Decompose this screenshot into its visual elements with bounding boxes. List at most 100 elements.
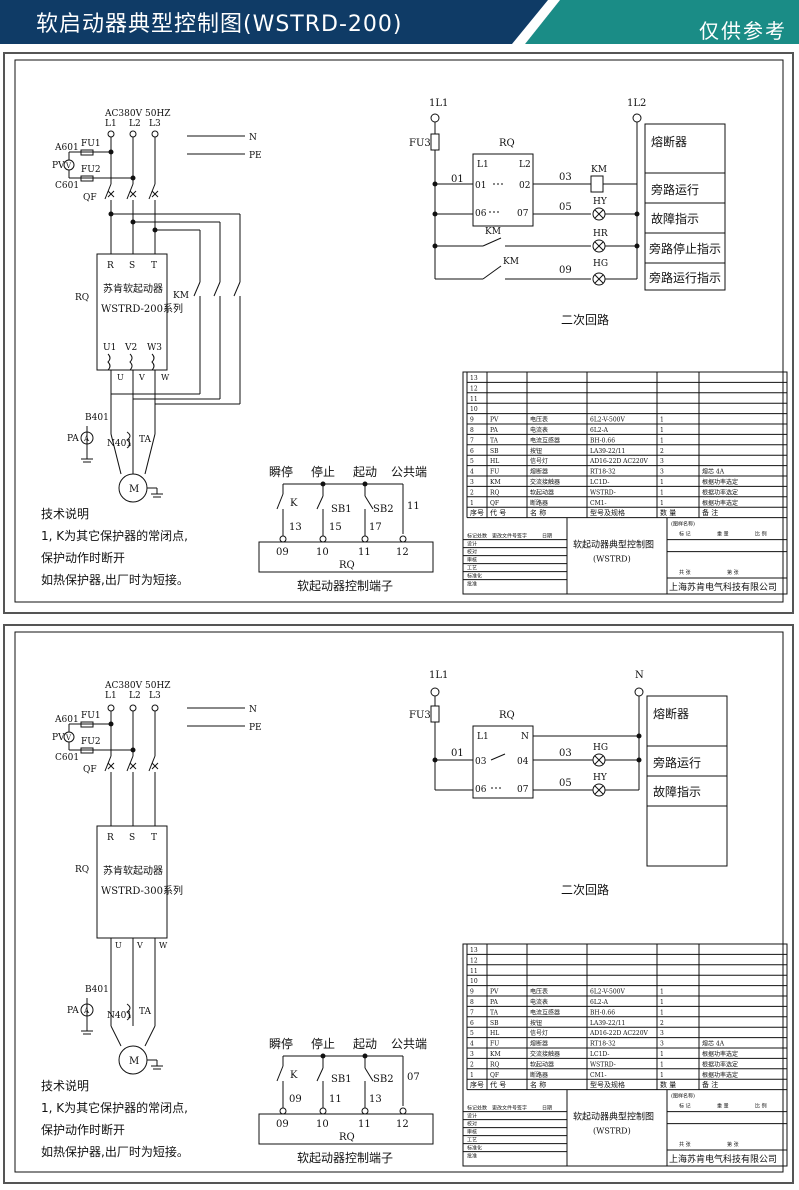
main-circuit-2: AC380V 50HZ L1 L2 L3 N PE A601 FU1 V PV … <box>52 681 262 1075</box>
table-header: 序号 <box>470 1080 484 1089</box>
svg-text:停止: 停止 <box>311 1036 335 1051</box>
table-row: 13 <box>467 943 787 954</box>
svg-text:W: W <box>159 941 168 950</box>
svg-text:V: V <box>65 162 72 170</box>
svg-text:KM: KM <box>173 291 189 301</box>
svg-text:起动: 起动 <box>353 465 377 479</box>
svg-text:R: R <box>107 261 114 271</box>
sign-row: 批准 <box>467 581 477 588</box>
table-cell: PV <box>490 417 499 424</box>
svg-text:瞬停: 瞬停 <box>269 464 293 479</box>
table-cell: 6L2-V-500V <box>590 989 625 996</box>
table-row: 10 <box>467 402 787 413</box>
svg-text:11: 11 <box>329 1094 342 1105</box>
svg-text:PA: PA <box>67 434 79 444</box>
svg-text:技术说明: 技术说明 <box>41 1078 89 1093</box>
sign-row: 审核 <box>467 1129 477 1136</box>
svg-text:FU3: FU3 <box>409 710 431 721</box>
table-cell: 软起动器 <box>530 1060 554 1068</box>
svg-text:保护动作时断开: 保护动作时断开 <box>41 1122 125 1137</box>
table-cell: 11 <box>470 968 478 975</box>
svg-text:公共端: 公共端 <box>391 1037 427 1051</box>
svg-text:11: 11 <box>358 547 371 558</box>
table-header: 序号 <box>470 508 484 517</box>
svg-text:KM: KM <box>485 227 501 237</box>
svg-text:苏肯软起动器: 苏肯软起动器 <box>103 864 163 877</box>
svg-text:L1: L1 <box>477 160 489 170</box>
svg-text:L2: L2 <box>129 691 141 701</box>
svg-text:W: W <box>161 373 170 382</box>
svg-text:软起动器控制端子: 软起动器控制端子 <box>297 1151 393 1165</box>
table-row: 11 <box>467 392 787 403</box>
tech-notes-2: 技术说明 1, K为其它保护器的常闭点, 保护动作时断开 如热保护器,出厂时为短… <box>41 1078 189 1159</box>
table-cell: 8 <box>470 427 474 434</box>
svg-text:FU3: FU3 <box>409 138 431 149</box>
svg-text:公共端: 公共端 <box>391 465 427 479</box>
mini-head: (图样名称) <box>671 1093 695 1100</box>
table-cell: 熔芯 4A <box>702 468 725 476</box>
sign-col: 更改文件号 <box>492 1105 517 1112</box>
svg-text:N401: N401 <box>107 1011 132 1021</box>
svg-text:A: A <box>83 435 90 443</box>
table-cell: LC1D- <box>590 479 609 486</box>
table-cell: CM1- <box>590 1072 607 1079</box>
table-cell: 按钮 <box>530 447 542 455</box>
svg-text:HG: HG <box>593 743 608 753</box>
table-cell: 1 <box>660 989 664 996</box>
page-header: 软启动器典型控制图(WSTRD-200) 仅供参考 <box>0 0 799 47</box>
table-header: 数 量 <box>660 508 676 517</box>
svg-text:FU1: FU1 <box>81 139 101 149</box>
svg-text:13: 13 <box>369 1094 382 1105</box>
svg-text:V: V <box>65 734 72 742</box>
table-cell: RT18-32 <box>590 469 616 476</box>
svg-text:V2: V2 <box>124 343 137 353</box>
table-cell: 3 <box>660 458 664 465</box>
svg-text:T: T <box>151 833 157 843</box>
svg-text:K: K <box>290 498 298 509</box>
table-cell: 电流互感器 <box>530 1008 560 1016</box>
svg-text:KM: KM <box>503 257 519 267</box>
svg-text:RQ: RQ <box>339 1132 355 1143</box>
svg-text:RQ: RQ <box>499 710 515 721</box>
table-cell: 7 <box>470 437 474 444</box>
svg-text:K: K <box>290 1070 298 1081</box>
svg-text:熔断器: 熔断器 <box>651 134 687 149</box>
table-cell: 1 <box>660 500 664 507</box>
main-circuit-1: AC380V 50HZ L1 L2 L3 N PE A601 FU1 V PV … <box>52 109 262 503</box>
svg-text:KM: KM <box>591 165 607 175</box>
svg-text:U: U <box>115 941 122 950</box>
tech-notes-1: 技术说明 1, K为其它保护器的常闭点, 保护动作时断开 如热保护器,出厂时为短… <box>41 506 189 587</box>
svg-text:10: 10 <box>316 547 329 558</box>
table-cell: 3 <box>660 1041 664 1048</box>
table-cell: 1 <box>660 489 664 496</box>
table-cell: 1 <box>660 437 664 444</box>
table-cell: 软起动器 <box>530 488 554 496</box>
table-cell: 根据功率选定 <box>702 1071 738 1079</box>
mini-col: 重 量 <box>717 1103 729 1110</box>
svg-text:1L1: 1L1 <box>429 98 448 109</box>
table-cell: 根据功率选定 <box>702 499 738 507</box>
svg-text:FU1: FU1 <box>81 711 101 721</box>
svg-text:06: 06 <box>475 785 487 795</box>
table-cell: TA <box>490 437 499 444</box>
svg-text:TA: TA <box>139 1007 152 1017</box>
svg-text:如热保护器,出厂时为短接。: 如热保护器,出厂时为短接。 <box>41 572 189 587</box>
table-cell: 电流互感器 <box>530 436 560 444</box>
table-cell: 1 <box>660 1072 664 1079</box>
table-cell: 按钮 <box>530 1019 542 1027</box>
table-cell: 6L2-V-500V <box>590 417 625 424</box>
svg-text:M: M <box>129 1056 139 1067</box>
svg-text:L3: L3 <box>149 691 161 701</box>
svg-text:N401: N401 <box>107 439 132 449</box>
svg-text:RQ: RQ <box>499 138 515 149</box>
svg-text:09: 09 <box>276 547 289 558</box>
company-name: 上海苏肯电气科技有限公司 <box>669 581 777 593</box>
svg-text:U: U <box>117 373 124 382</box>
diagram-panel-2: AC380V 50HZ L1 L2 L3 N PE A601 FU1 V PV … <box>3 624 794 1184</box>
table-cell: 电压表 <box>530 416 548 424</box>
